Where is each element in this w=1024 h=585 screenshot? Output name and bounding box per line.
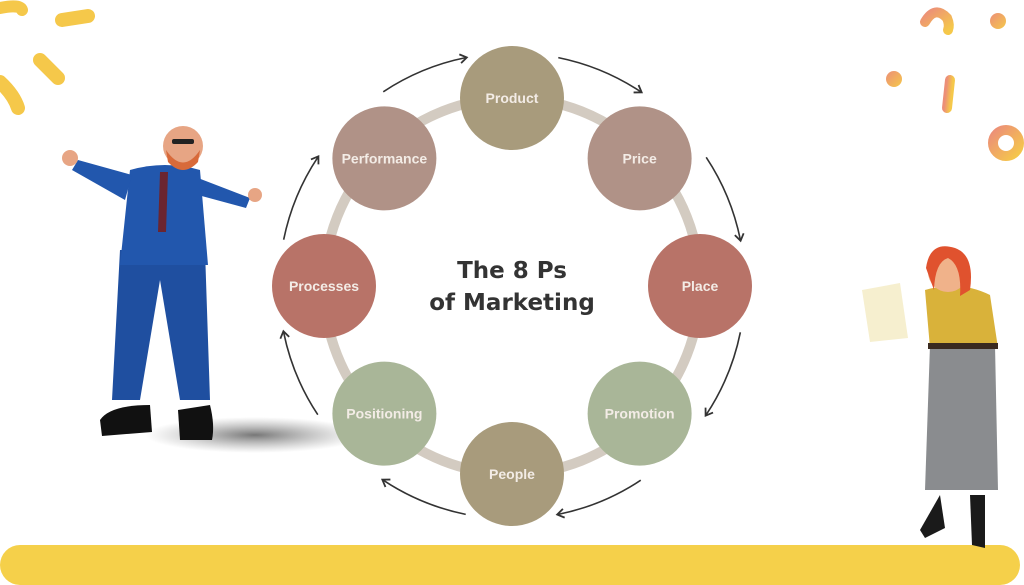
- node-circle: [460, 422, 564, 526]
- woman-illustration: [862, 246, 998, 548]
- node-label: Price: [622, 150, 656, 166]
- node-processes: Processes: [272, 234, 376, 338]
- confetti-left: [0, 0, 95, 115]
- node-positioning: Positioning: [332, 361, 437, 466]
- cycle-arrow-icon: [380, 478, 466, 516]
- confetti-right: [838, 7, 1024, 161]
- node-place: Place: [648, 234, 752, 338]
- cycle-arrow-icon: [705, 156, 745, 243]
- node-label: Processes: [289, 278, 359, 294]
- cycle-arrow-icon: [282, 154, 320, 240]
- title-line-2: of Marketing: [429, 290, 595, 316]
- cycle-arrow-icon: [279, 329, 319, 416]
- cycle-arrow-icon: [704, 332, 742, 418]
- node-promotion: Promotion: [587, 361, 692, 466]
- node-people: People: [460, 422, 564, 526]
- node-label: Place: [682, 278, 719, 294]
- node-circle: [272, 234, 376, 338]
- node-circle: [332, 361, 437, 466]
- node-circle: [587, 106, 692, 211]
- cycle-arrow-icon: [382, 53, 469, 93]
- node-label: Product: [486, 90, 539, 106]
- node-circle: [648, 234, 752, 338]
- node-label: Positioning: [346, 406, 422, 422]
- node-label: Promotion: [605, 406, 675, 422]
- cycle-arrows: [279, 53, 745, 519]
- title-line-1: The 8 Ps: [457, 258, 567, 284]
- node-price: Price: [587, 106, 692, 211]
- node-product: Product: [460, 46, 564, 150]
- node-circle: [332, 106, 437, 211]
- man-illustration: [62, 126, 365, 453]
- node-label: People: [489, 466, 535, 482]
- node-performance: Performance: [332, 106, 437, 211]
- node-circle: [587, 361, 692, 466]
- node-circle: [460, 46, 564, 150]
- node-label: Performance: [342, 150, 428, 166]
- cycle-arrow-icon: [555, 479, 642, 519]
- cycle-arrow-icon: [558, 56, 644, 94]
